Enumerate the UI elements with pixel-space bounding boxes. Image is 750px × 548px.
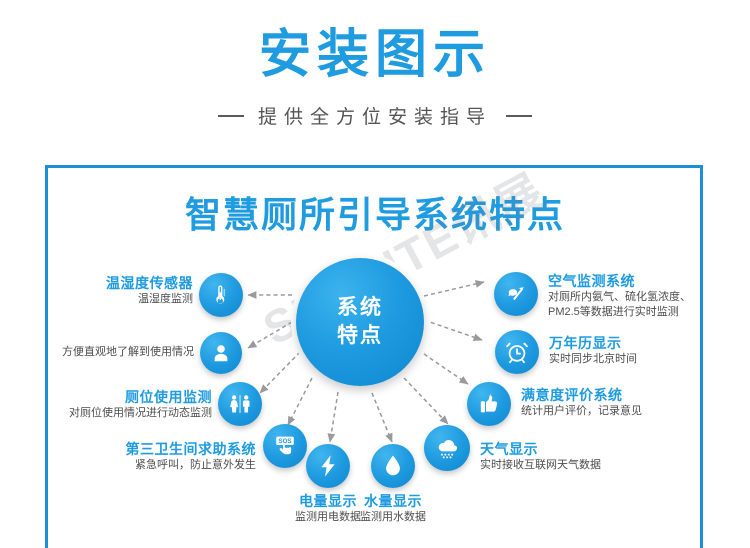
node-third-restroom-help-system-title: 第三卫生间求助系统 bbox=[125, 441, 256, 457]
node-water-display-label: 水量显示 监测用水数据 bbox=[333, 492, 453, 525]
node-air-monitoring-system-title: 空气监测系统 bbox=[548, 273, 635, 289]
node-third-restroom-help-system-label: 第三卫生间求助系统 紧急呼叫，防止意外发生 bbox=[0, 440, 257, 473]
rain-cloud-icon bbox=[424, 425, 470, 471]
node-water-display-desc-0: 监测用水数据 bbox=[360, 511, 426, 523]
node-air-monitoring-system-label: 空气监测系统 对厕所内氨气、硫化氢浓度、 PM2.5等数据进行实时监测 bbox=[548, 272, 748, 320]
person-icon bbox=[200, 332, 242, 374]
node-power-display-title: 电量显示 bbox=[299, 493, 357, 509]
page-subtitle-text: 提供全方位安装指导 bbox=[257, 107, 492, 128]
thermometer-icon bbox=[199, 273, 243, 317]
node-air-monitoring-system-desc-0: 对厕所内氨气、硫化氢浓度、 bbox=[548, 291, 691, 303]
node-perpetual-calendar-display-title: 万年历显示 bbox=[549, 335, 622, 351]
node-temp-humidity-sensor-label: 温湿度传感器 温湿度监测 bbox=[0, 274, 193, 307]
water-drop-icon bbox=[371, 444, 415, 488]
node-air-monitoring-system-desc-1: PM2.5等数据进行实时监测 bbox=[548, 306, 679, 318]
center-hub: 系统 特点 bbox=[296, 258, 424, 386]
center-hub-line2: 特点 bbox=[337, 324, 383, 347]
node-power-display-desc-0: 监测用电数据 bbox=[295, 511, 361, 523]
air-quality-icon bbox=[494, 272, 538, 316]
node-third-restroom-help-system-desc-0: 紧急呼叫，防止意外发生 bbox=[135, 459, 256, 471]
node-toilet-usage-monitor-title: 厕位使用监测 bbox=[125, 389, 212, 405]
content-frame bbox=[45, 165, 703, 548]
node-temp-humidity-sensor-desc-0: 温湿度监测 bbox=[138, 293, 193, 305]
node-weather-display-label: 天气显示 实时接收互联网天气数据 bbox=[480, 440, 710, 473]
node-usage-overview-desc-0: 方便直观地了解到使用情况 bbox=[62, 346, 194, 358]
node-satisfaction-rating-system-desc-0: 统计用户评价，记录意见 bbox=[521, 405, 642, 417]
node-perpetual-calendar-display-desc-0: 实时同步北京时间 bbox=[549, 353, 637, 365]
node-power-display-label: 电量显示 监测用电数据 bbox=[268, 492, 388, 525]
thumbs-up-icon bbox=[467, 382, 511, 426]
node-toilet-usage-monitor-desc-0: 对厕位使用情况进行动态监测 bbox=[69, 407, 212, 419]
svg-text:SOS: SOS bbox=[278, 438, 291, 445]
node-temp-humidity-sensor-title: 温湿度传感器 bbox=[106, 275, 193, 291]
node-satisfaction-rating-system-label: 满意度评价系统 统计用户评价，记录意见 bbox=[521, 386, 750, 419]
lightning-icon bbox=[306, 444, 350, 488]
page-subtitle: 提供全方位安装指导 bbox=[0, 102, 750, 129]
subtitle-rule-right bbox=[506, 114, 532, 117]
node-satisfaction-rating-system-title: 满意度评价系统 bbox=[521, 387, 623, 403]
page-title: 安装图示 bbox=[258, 26, 491, 84]
node-weather-display-title: 天气显示 bbox=[480, 441, 538, 457]
node-usage-overview-label: 方便直观地了解到使用情况 bbox=[0, 345, 194, 360]
section-title: 智慧厕所引导系统特点 bbox=[184, 194, 565, 235]
alarm-clock-icon bbox=[495, 330, 539, 374]
center-hub-line1: 系统 bbox=[337, 296, 383, 319]
subtitle-rule-left bbox=[217, 114, 244, 117]
node-water-display-title: 水量显示 bbox=[364, 493, 422, 509]
sos-button-icon: SOS bbox=[263, 424, 307, 468]
node-toilet-usage-monitor-label: 厕位使用监测 对厕位使用情况进行动态监测 bbox=[0, 388, 212, 421]
node-weather-display-desc-0: 实时接收互联网天气数据 bbox=[480, 459, 601, 471]
node-perpetual-calendar-display-label: 万年历显示 实时同步北京时间 bbox=[549, 334, 749, 367]
restroom-icon bbox=[218, 382, 262, 426]
